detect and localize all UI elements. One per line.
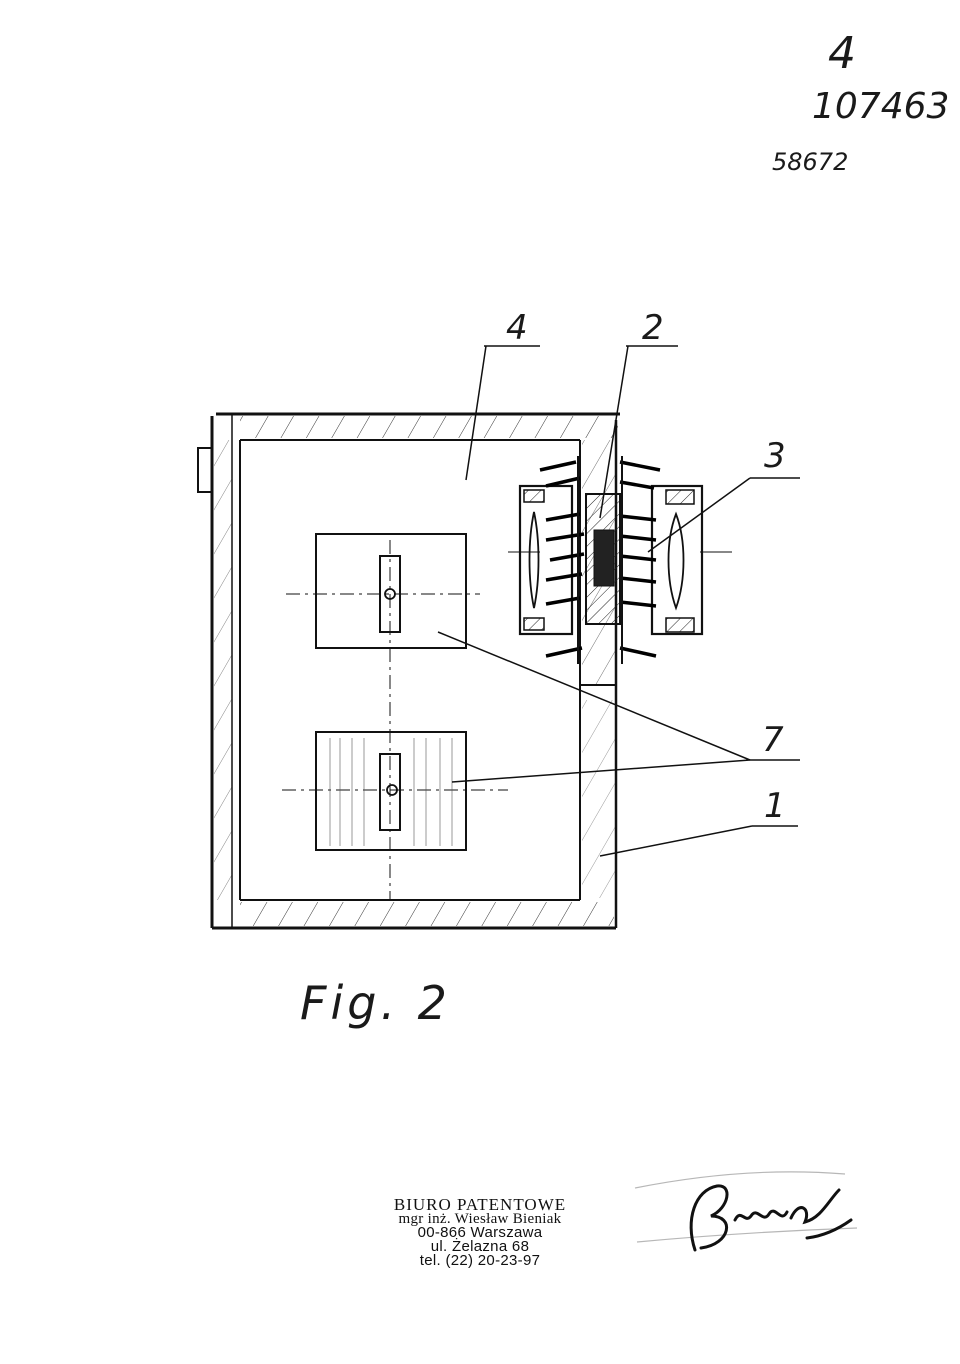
label-4: 4 (506, 308, 528, 348)
label-7: 7 (762, 720, 784, 760)
leader-lines (437, 345, 800, 857)
label-1: 1 (764, 786, 786, 826)
stamp-line-4: ul. Żelazna 68 (430, 1238, 530, 1255)
stamp-line-5: tel. (22) 20-23-97 (419, 1252, 541, 1269)
attorney-stamp: BIURO PATENTOWE mgr inż. Wiesław Bieniak… (330, 1195, 630, 1269)
patent-number: 107463 (812, 86, 950, 127)
label-2: 2 (642, 308, 664, 348)
stamp-line-1: BIURO PATENTOWE (393, 1195, 567, 1214)
application-number: 58672 (772, 148, 849, 176)
stamp-line-3: 00-866 Warszawa (417, 1224, 543, 1241)
upper-module (286, 533, 480, 900)
lower-module (282, 731, 508, 851)
sheet-number: 4 (828, 28, 856, 79)
signature-image (634, 1171, 858, 1252)
housing-frame (197, 412, 620, 930)
stamp-line-2: mgr inż. Wiesław Bieniak (398, 1211, 562, 1227)
heatsink-fan-assembly (508, 456, 732, 664)
label-3: 3 (764, 436, 786, 476)
figure-caption: Fig. 2 (300, 976, 451, 1030)
